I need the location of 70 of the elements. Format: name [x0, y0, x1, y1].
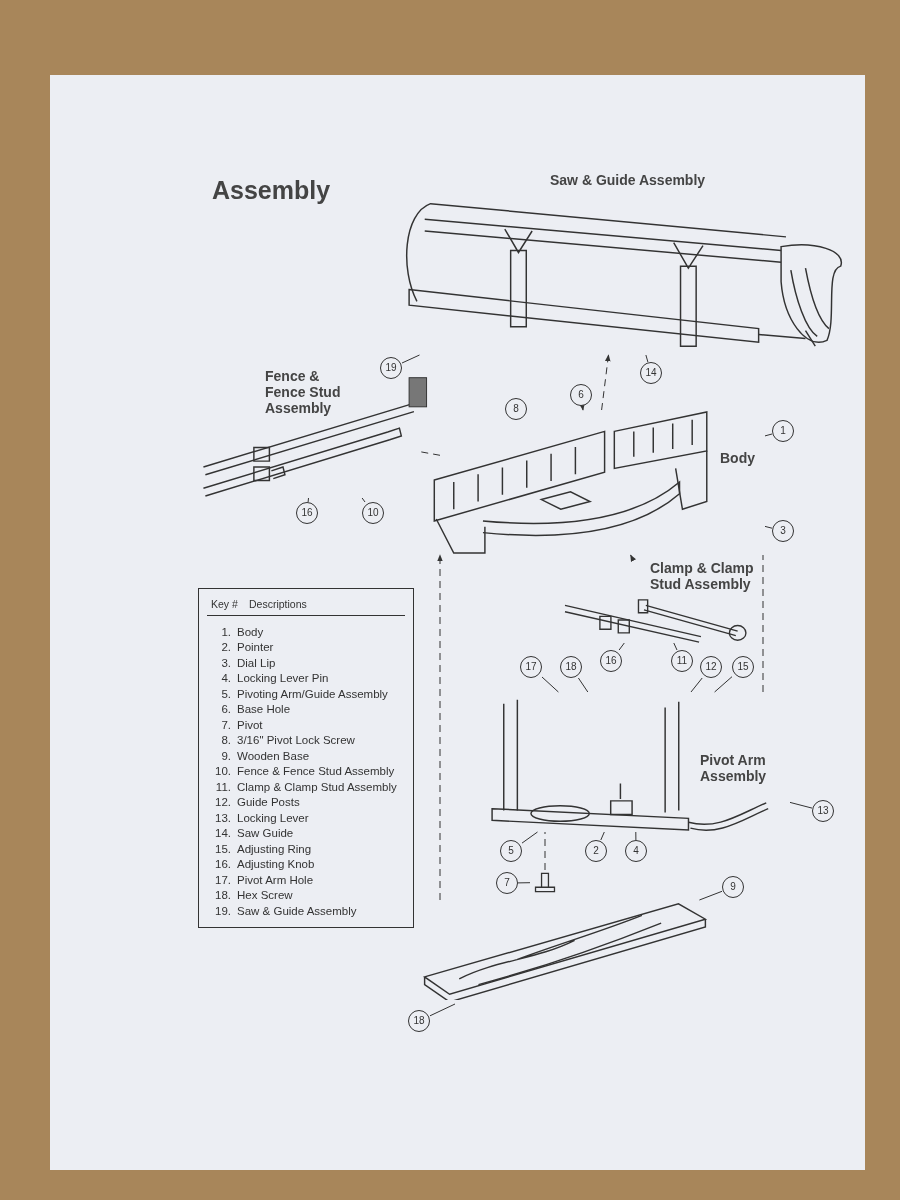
- key-number: 19.: [214, 903, 231, 918]
- part-description: Pointer: [237, 640, 274, 654]
- leader-line: [764, 525, 773, 529]
- leader-line: [521, 831, 538, 844]
- key-number: 10.: [214, 764, 231, 778]
- assembly-line: [762, 554, 764, 693]
- part-description: Saw & Guide Assembly: [237, 903, 357, 918]
- part-description: Adjusting Knob: [237, 857, 315, 871]
- key-number: 11.: [214, 779, 231, 794]
- key-number: 8.: [220, 733, 231, 747]
- assembly-heading: Pivot Arm Assembly: [700, 752, 768, 784]
- table-header: Key #: [211, 597, 238, 611]
- assembly-line: [544, 831, 546, 871]
- assembly-line: [601, 354, 611, 411]
- leader-line: [577, 677, 589, 693]
- leader-line: [517, 882, 531, 884]
- part-description: Hex Screw: [237, 888, 293, 902]
- leader-line: [690, 677, 703, 693]
- part-description: Saw Guide: [237, 826, 294, 840]
- assembly-heading: Fence & Fence Stud Assembly: [265, 368, 342, 416]
- leader-line: [618, 642, 625, 651]
- part-description: Base Hole: [237, 702, 291, 716]
- part-description: Pivot Arm Hole: [237, 872, 314, 887]
- key-number: 1.: [220, 624, 231, 639]
- key-number: 15.: [214, 841, 231, 856]
- key-number: 12.: [214, 795, 231, 809]
- part-description: Wooden Base: [237, 748, 310, 763]
- part-description: Fence & Fence Stud Assembly: [237, 764, 395, 778]
- leader-line: [600, 831, 605, 841]
- leader-line: [764, 433, 773, 437]
- key-number: 4.: [220, 671, 231, 685]
- key-number: 2.: [220, 640, 231, 654]
- part-description: 3/16" Pivot Lock Screw: [237, 733, 355, 747]
- part-description: Body: [237, 624, 264, 639]
- leader-line: [698, 890, 723, 901]
- leader-line: [714, 676, 733, 693]
- table-header: Descriptions: [249, 597, 307, 611]
- part-description: Dial Lip: [237, 655, 276, 670]
- leader-line: [307, 497, 309, 503]
- page-title: Assembly: [212, 176, 331, 205]
- key-number: 18.: [214, 888, 231, 902]
- part-description: Locking Lever: [237, 810, 309, 825]
- key-number: 17.: [214, 872, 231, 887]
- assembly-heading: Clamp & Clamp Stud Assembly: [650, 560, 755, 592]
- part-description: Guide Posts: [237, 795, 300, 809]
- part-description: Locking Lever Pin: [237, 671, 329, 685]
- part-description: Pivoting Arm/Guide Assembly: [237, 686, 388, 701]
- key-number: 14.: [214, 826, 231, 840]
- key-number: 9.: [220, 748, 231, 763]
- leader-line: [635, 831, 637, 841]
- leader-line: [645, 354, 649, 363]
- leader-line: [673, 642, 678, 651]
- leader-line: [361, 497, 366, 503]
- key-number: 7.: [220, 717, 231, 732]
- part-description: Pivot: [237, 717, 263, 732]
- key-number: 6.: [220, 702, 231, 716]
- key-number: 16.: [214, 857, 231, 871]
- leader-line: [429, 1003, 456, 1017]
- leader-line: [401, 354, 420, 364]
- assembly-heading: Body: [720, 450, 756, 466]
- key-number: 13.: [214, 810, 231, 825]
- assembly-heading: Saw & Guide Assembly: [550, 172, 707, 188]
- leader-line: [789, 801, 813, 809]
- assembly-line: [630, 554, 636, 562]
- part-description: Adjusting Ring: [237, 841, 312, 856]
- leader-line: [541, 676, 559, 693]
- assembly-line: [437, 554, 443, 901]
- part-description: Clamp & Clamp Stud Assembly: [237, 779, 397, 794]
- key-number: 5.: [220, 686, 231, 701]
- key-number: 3.: [220, 655, 231, 670]
